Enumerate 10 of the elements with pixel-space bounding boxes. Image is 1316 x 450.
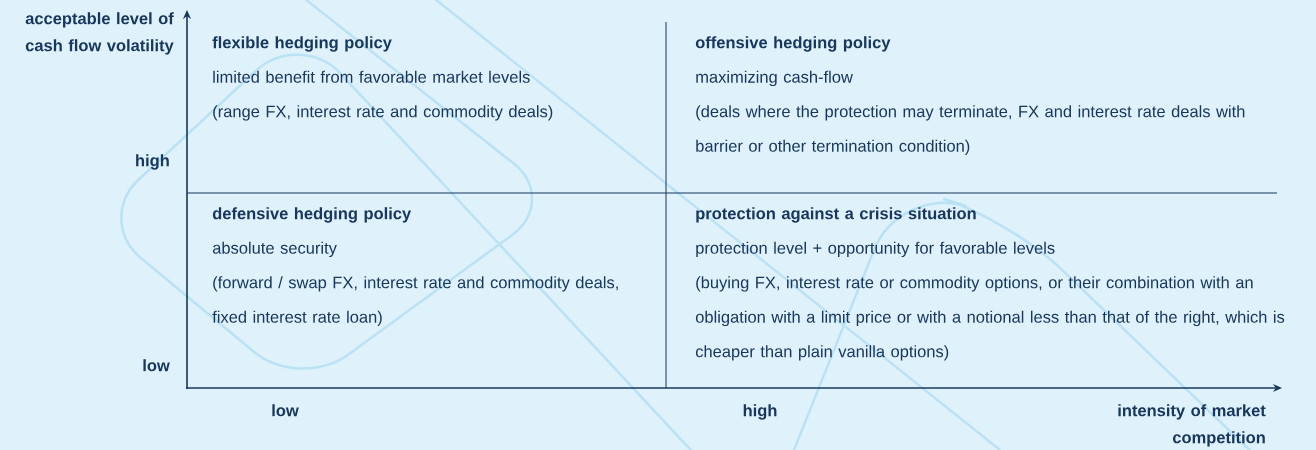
quadrant-text: flexible hedging policy limited benefit from favorable market levels (range FX, interest rate and commodity deals) <box>212 36 553 121</box>
axis-label: low <box>143 359 170 372</box>
axis-label: acceptable level of cash flow volatility <box>25 12 174 55</box>
axis-label: high <box>743 404 777 420</box>
axis-label: intensity of market competition <box>1118 404 1266 447</box>
axis-label: low <box>272 404 299 417</box>
quadrant-text: offensive hedging policy maximizing cash-flow (deals where the protection may terminate, FX and interest rate deals with barrier or other termination condition) <box>695 36 1245 156</box>
quadrant-text: defensive hedging policy absolute security (forward / swap FX, interest rate and commodity deals, fixed interest rate loan) <box>212 207 618 327</box>
quadrant-text: protection against a crisis situation protection level + opportunity for favorable levels (buying FX, interest rate or commodity options, or their combination with an obligation with a limit price or with a notional less than that of the right, which is cheaper than plain vanilla options) <box>695 207 1285 361</box>
axis-label: high <box>136 154 169 170</box>
